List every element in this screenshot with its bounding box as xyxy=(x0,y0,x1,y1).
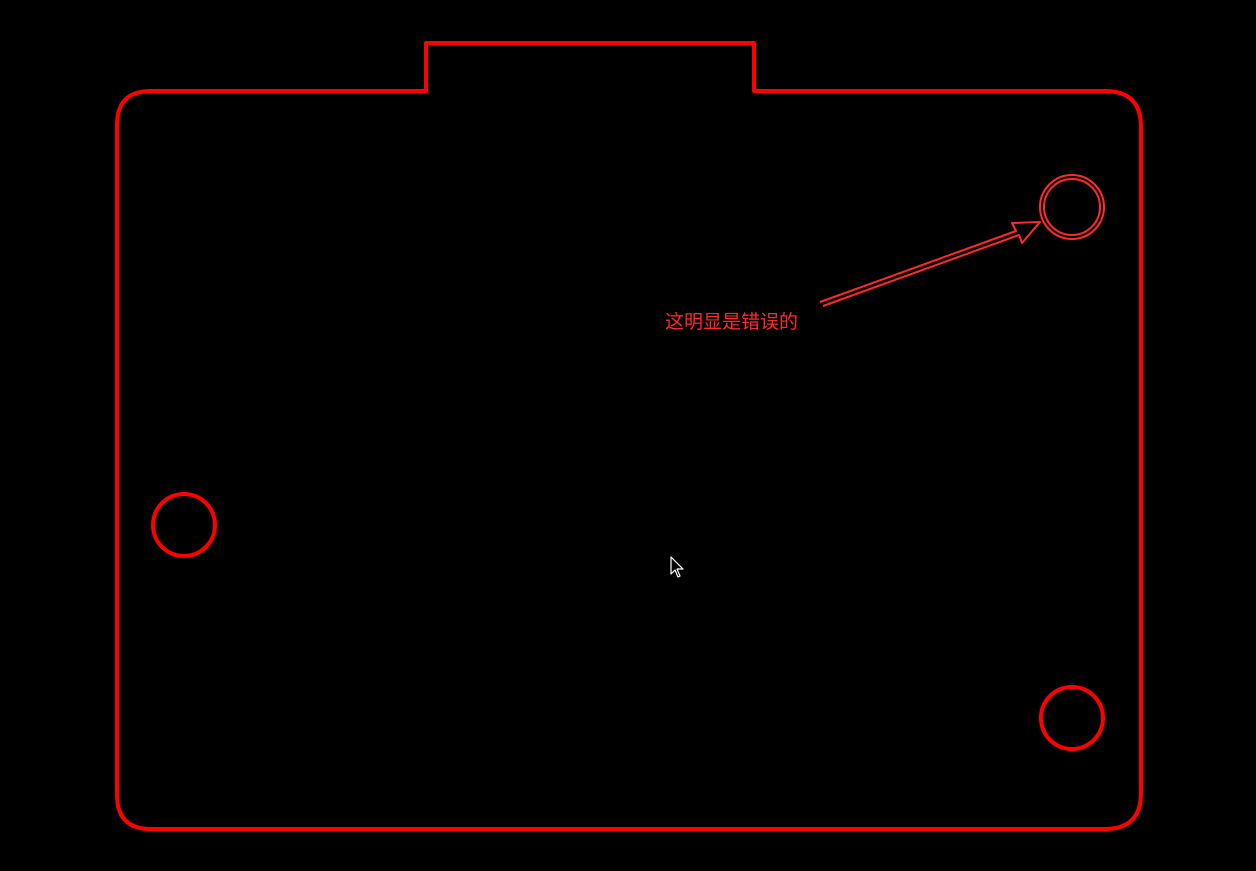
mounting-hole-left xyxy=(151,492,217,558)
board-outline xyxy=(115,41,1143,831)
annotation-arrow xyxy=(819,221,1041,307)
mouse-pointer-icon xyxy=(670,556,684,578)
mounting-hole-bottom-right xyxy=(1039,685,1105,751)
mounting-hole-top-right xyxy=(1039,174,1105,240)
annotation-text: 这明显是错误的 xyxy=(665,311,798,333)
